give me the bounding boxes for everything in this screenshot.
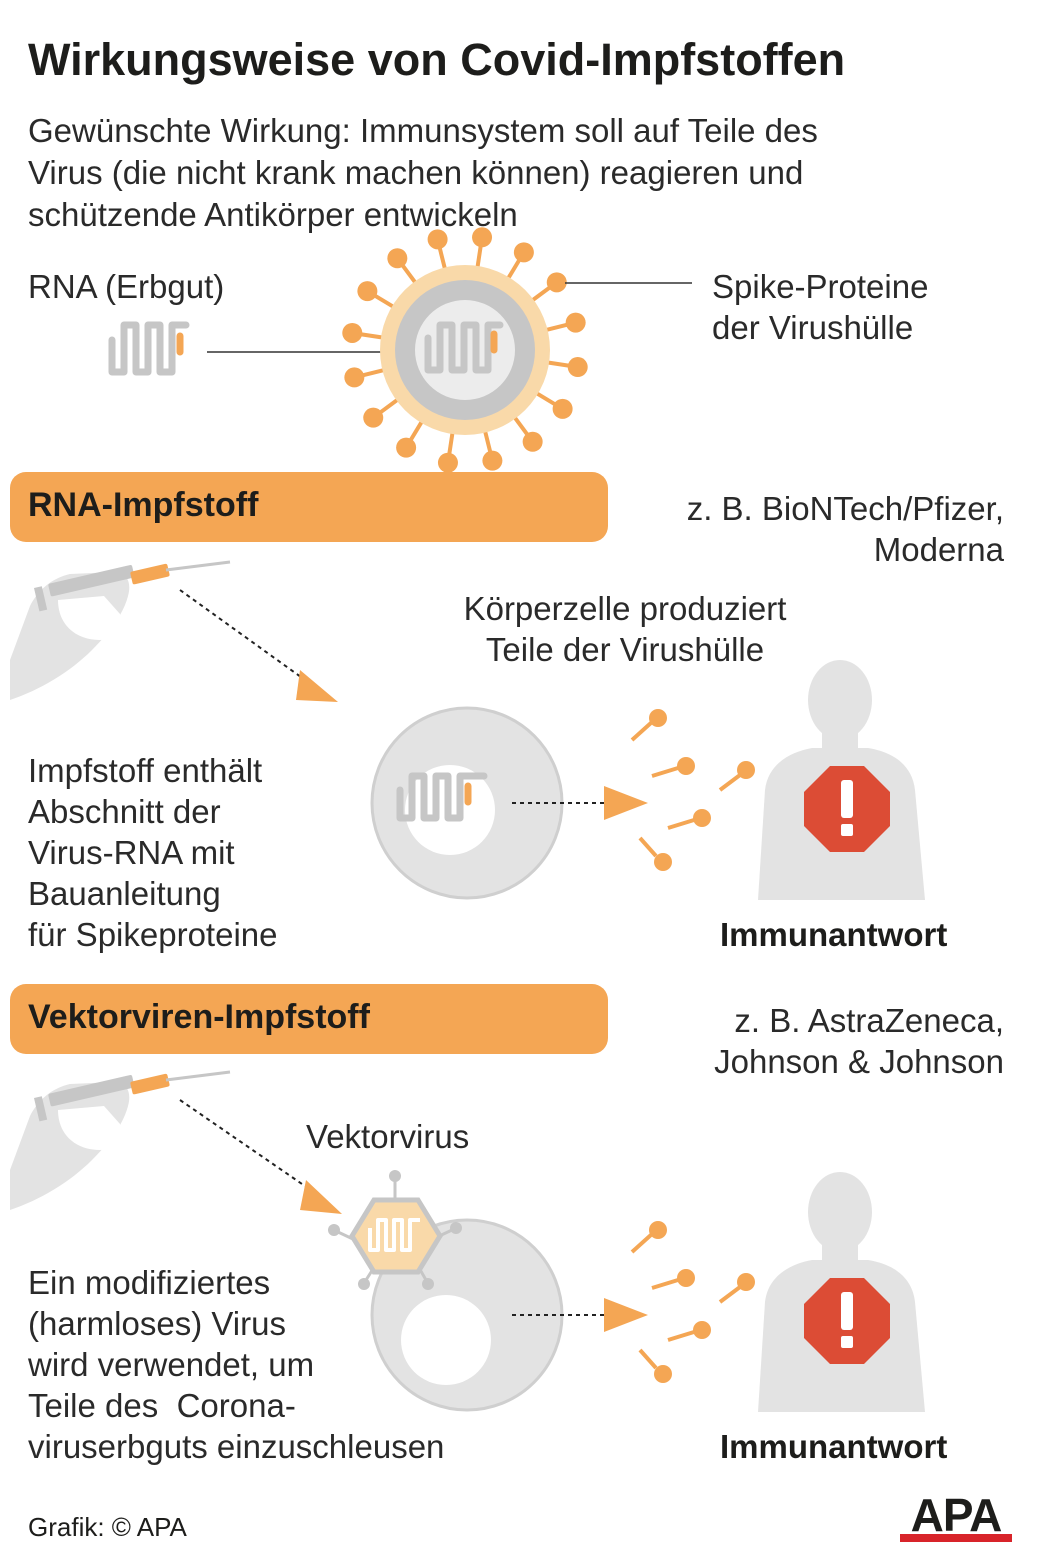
rna-vaccine-banner: RNA-Impfstoff bbox=[10, 472, 608, 542]
spike-head bbox=[565, 312, 586, 333]
description-line: Abschnitt der bbox=[28, 793, 221, 830]
vector-virus-icon bbox=[328, 1170, 462, 1290]
description-line: für Spikeproteine bbox=[28, 916, 278, 953]
spike-label-line: der Virushülle bbox=[712, 309, 914, 346]
intro-line: Virus (die nicht krank machen können) re… bbox=[28, 154, 804, 191]
spike-label: Spike-Proteine der Virushülle bbox=[712, 266, 928, 348]
examples-line: z. B. BioNTech/Pfizer, bbox=[686, 490, 1004, 527]
description-line: Ein modifiziertes bbox=[28, 1264, 271, 1301]
graphic-credit: Grafik: © APA bbox=[28, 1512, 187, 1542]
spike-head bbox=[567, 357, 588, 378]
rna-vaccine-description: Impfstoff enthält Abschnitt der Virus-RN… bbox=[28, 750, 277, 955]
spike-head bbox=[396, 437, 417, 458]
description-line: Impfstoff enthält bbox=[28, 752, 263, 789]
vector-vaccine-banner: Vektorviren-Impfstoff bbox=[10, 984, 608, 1054]
spike-protein-icon bbox=[630, 709, 755, 871]
coronavirus-icon bbox=[342, 227, 588, 473]
spike-head bbox=[522, 431, 543, 452]
spike-head bbox=[342, 322, 363, 343]
cell-label-line: Körperzelle produziert bbox=[463, 590, 787, 627]
vector-vaccine-examples: z. B. AstraZeneca, Johnson & Johnson bbox=[714, 1000, 1004, 1082]
spike-head bbox=[472, 227, 493, 248]
spike-head bbox=[363, 407, 384, 428]
apa-logo: APA bbox=[900, 1489, 1012, 1544]
syringe-hand-icon bbox=[10, 560, 231, 700]
spike-label-line: Spike-Proteine bbox=[712, 268, 929, 305]
alert-octagon-icon bbox=[804, 1278, 890, 1364]
spike-head bbox=[513, 242, 534, 263]
spike-head bbox=[546, 272, 567, 293]
logo-bar bbox=[900, 1534, 1012, 1542]
page-title: Wirkungsweise von Covid-Impfstoffen bbox=[28, 34, 846, 85]
spike-head bbox=[387, 248, 408, 269]
spike-protein-icon bbox=[630, 1221, 755, 1383]
description-line: viruserbguts einzuschleusen bbox=[28, 1428, 445, 1465]
description-line: Virus-RNA mit bbox=[28, 834, 235, 871]
rna-vaccine-examples: z. B. BioNTech/Pfizer, Moderna bbox=[687, 488, 1004, 570]
cell-label-line: Teile der Virushülle bbox=[485, 631, 765, 668]
immune-response-label: Immunantwort bbox=[720, 1428, 948, 1465]
logo-text: APA bbox=[910, 1489, 1003, 1541]
intro-text: Gewünschte Wirkung: Immunsystem soll auf… bbox=[28, 110, 988, 236]
rna-label: RNA (Erbgut) bbox=[28, 268, 225, 305]
spike-head bbox=[482, 450, 503, 471]
spike-head bbox=[552, 398, 573, 419]
spike-head bbox=[427, 229, 448, 250]
intro-line: schützende Antikörper entwickeln bbox=[28, 196, 518, 233]
spike-head bbox=[357, 281, 378, 302]
body-cell-icon bbox=[370, 706, 564, 900]
vector-virus-label: Vektorvirus bbox=[306, 1118, 470, 1155]
rna-strand-icon bbox=[108, 321, 190, 376]
vector-vaccine-description: Ein modifiziertes (harmloses) Virus wird… bbox=[28, 1262, 444, 1467]
syringe-hand-icon bbox=[10, 1070, 231, 1210]
description-line: Teile des Corona- bbox=[28, 1387, 296, 1424]
spike-head bbox=[344, 367, 365, 388]
description-line: Bauanleitung bbox=[28, 875, 221, 912]
examples-line: Johnson & Johnson bbox=[714, 1043, 1004, 1080]
description-line: (harmloses) Virus bbox=[28, 1305, 286, 1342]
intro-line: Gewünschte Wirkung: Immunsystem soll auf… bbox=[28, 112, 818, 149]
examples-line: z. B. AstraZeneca, bbox=[734, 1002, 1004, 1039]
description-line: wird verwendet, um bbox=[28, 1346, 315, 1383]
banner-title: RNA-Impfstoff bbox=[28, 486, 259, 524]
banner-title: Vektorviren-Impfstoff bbox=[28, 998, 370, 1036]
examples-line: Moderna bbox=[873, 531, 1004, 568]
alert-octagon-icon bbox=[804, 766, 890, 852]
spike-head bbox=[437, 452, 458, 473]
cell-label: Körperzelle produziert Teile der Virushü… bbox=[420, 588, 830, 670]
immune-response-label: Immunantwort bbox=[720, 916, 948, 953]
